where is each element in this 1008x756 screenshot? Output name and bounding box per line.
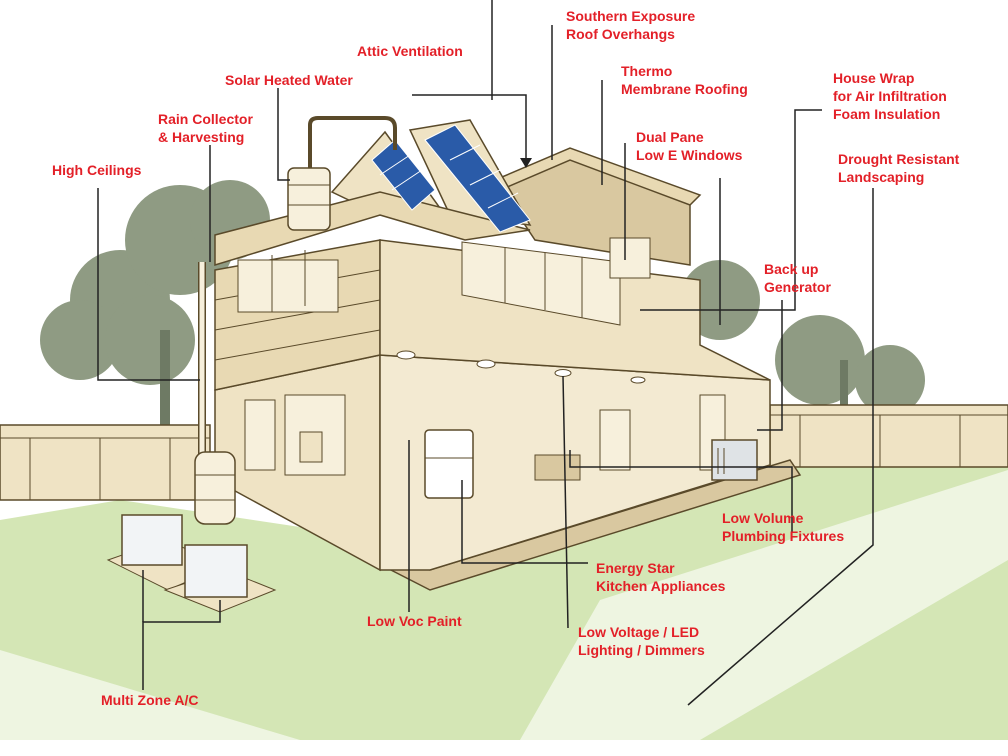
label-attic-ventilation: Attic Ventilation (357, 42, 463, 60)
label-dual-pane-windows: Dual Pane Low E Windows (636, 128, 742, 164)
label-low-volume-plumbing: Low Volume Plumbing Fixtures (722, 509, 844, 545)
fridge (425, 430, 473, 498)
label-high-ceilings: High Ceilings (52, 161, 141, 179)
label-thermo-membrane-roofing: Thermo Membrane Roofing (621, 62, 748, 98)
label-low-voltage-led: Low Voltage / LED Lighting / Dimmers (578, 623, 705, 659)
label-drought-resistant: Drought Resistant Landscaping (838, 150, 959, 186)
label-rain-collector: Rain Collector & Harvesting (158, 110, 253, 146)
generator (712, 440, 757, 480)
label-multi-zone-ac: Multi Zone A/C (101, 691, 198, 709)
fence-left (0, 425, 210, 500)
label-low-voc-paint: Low Voc Paint (367, 612, 462, 630)
label-back-up-generator: Back up Generator (764, 260, 831, 296)
label-solar-heated-water: Solar Heated Water (225, 71, 353, 89)
label-energy-star: Energy Star Kitchen Appliances (596, 559, 725, 595)
label-southern-exposure: Southern Exposure Roof Overhangs (566, 7, 695, 43)
fence-right (770, 405, 1008, 467)
label-house-wrap: House Wrap for Air Infiltration Foam Ins… (833, 69, 947, 123)
